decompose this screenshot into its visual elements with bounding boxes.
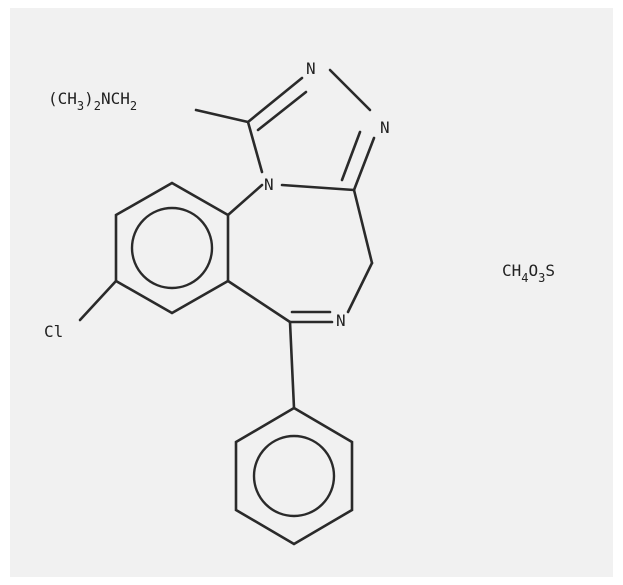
phenyl-ring bbox=[234, 406, 354, 546]
bond-cl-to-benzo bbox=[78, 279, 118, 322]
bond-ch2-to-n-imine bbox=[346, 261, 374, 314]
triazole-ring bbox=[246, 68, 376, 192]
atom-n-top: N bbox=[306, 59, 316, 78]
bond-benzo-to-n-bridge bbox=[226, 183, 264, 217]
phenyl-ring-bonds bbox=[234, 406, 354, 546]
benzo-aromatic-circle bbox=[130, 206, 214, 290]
atom-n-right: N bbox=[380, 118, 390, 137]
phenyl-aromatic-circle bbox=[252, 434, 336, 518]
diazepine-ring bbox=[226, 183, 374, 324]
benzo-ring bbox=[114, 181, 230, 315]
bond-n-bridge-to-c1 bbox=[246, 120, 264, 174]
bond-n-bridge-to-c3a bbox=[280, 183, 356, 192]
bond-n-right-to-c3a-double bbox=[340, 130, 362, 182]
structure-panel bbox=[10, 8, 613, 577]
bond-n-top-to-n-right bbox=[328, 68, 372, 112]
substituent-dimethylaminomethyl-label: (CH3)2NCH2 bbox=[48, 89, 137, 113]
bond-c1-to-n-top bbox=[246, 76, 304, 124]
counterion-methanesulfonic-acid-label: CH4O3S bbox=[502, 261, 555, 285]
bond-n-right-to-c3a bbox=[352, 136, 376, 192]
bond-c6-to-phenyl bbox=[288, 320, 296, 410]
bond-c1-to-n-top-double bbox=[256, 90, 308, 132]
bond-substituent-to-c1 bbox=[194, 108, 250, 124]
bond-c6-to-benzo bbox=[226, 279, 292, 324]
atom-chlorine: Cl bbox=[44, 322, 63, 341]
bond-c3a-to-ch2 bbox=[352, 188, 374, 265]
atom-n-bridge: N bbox=[264, 175, 274, 194]
atom-n-imine: N bbox=[336, 311, 346, 330]
